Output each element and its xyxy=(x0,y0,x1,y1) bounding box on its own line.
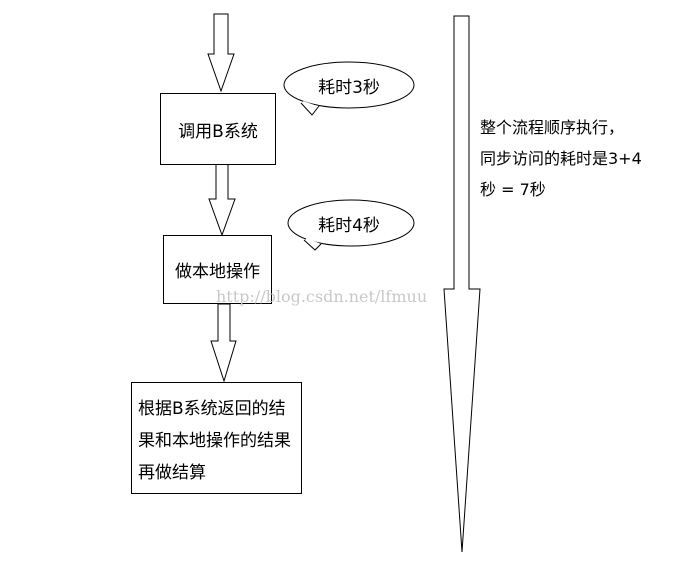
bubble-local-time-tail xyxy=(303,239,322,251)
timing-note-line-3: 秒 = 7秒 xyxy=(480,180,546,199)
arrow-to-local-op xyxy=(208,163,236,237)
bubble-b-time-label: 耗时3秒 xyxy=(318,77,380,98)
arrow-into-call-b xyxy=(207,13,235,93)
step-local-operation: 做本地操作 xyxy=(163,235,272,304)
timing-note: 整个流程顺序执行， 同步访问的耗时是3+4 秒 = 7秒 xyxy=(480,112,642,205)
timing-note-line-2: 同步访问的耗时是3+4 xyxy=(480,149,642,168)
arrow-to-final-step xyxy=(210,303,237,383)
final-step-line-2: 果和本地操作的结果 xyxy=(138,431,291,451)
step-call-b-system: 调用B系统 xyxy=(160,93,276,165)
timeline-arrow xyxy=(443,15,481,553)
bubble-local-time-label: 耗时4秒 xyxy=(318,215,380,236)
step-final-settlement: 根据B系统返回的结 果和本地操作的结果 再做结算 xyxy=(131,382,302,494)
timing-note-line-1: 整个流程顺序执行， xyxy=(480,118,625,137)
bubble-b-time xyxy=(283,61,415,109)
bubble-local-time xyxy=(287,199,415,247)
final-step-line-3: 再做结算 xyxy=(138,463,206,483)
final-step-line-1: 根据B系统返回的结 xyxy=(138,399,286,419)
watermark: http://blog.csdn.net/lfmuu xyxy=(216,287,428,306)
